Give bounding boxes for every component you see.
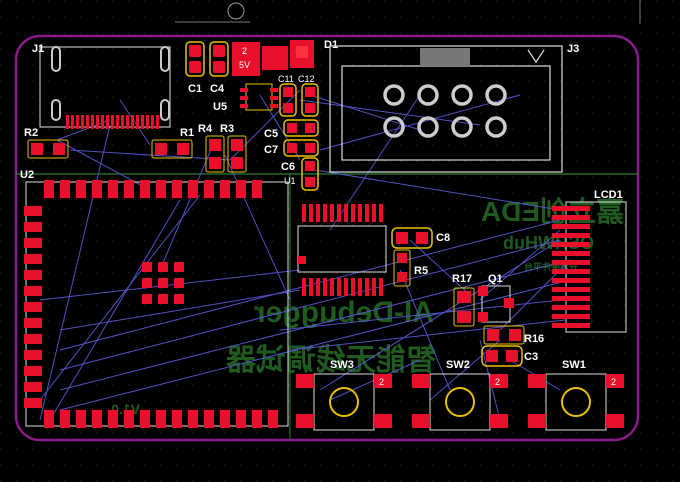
transistor-q1[interactable]: Q1 xyxy=(478,273,514,323)
label-c7: C7 xyxy=(264,144,278,156)
regulator-pad[interactable]: 2 5V xyxy=(232,42,288,76)
label-r16: R16 xyxy=(524,333,544,345)
silk-tagline: 开源硬件平台 xyxy=(524,261,578,272)
connector-j1[interactable]: J1 xyxy=(32,43,171,129)
label-c4: C4 xyxy=(210,83,225,95)
silk-product-cn: 智能无线调试器 xyxy=(225,344,436,377)
label-d1: D1 xyxy=(324,39,338,51)
resistor-r5[interactable]: R5 xyxy=(393,249,428,287)
resistor-r17[interactable]: R17 xyxy=(452,273,475,327)
label-u5: U5 xyxy=(213,101,227,113)
label-u2: U2 xyxy=(20,169,34,181)
bottom-silkscreen: 嘉立创EDA OSHWHub 开源硬件平台 AI-Debugger 智能无线调试… xyxy=(111,195,624,417)
label-sw3: SW3 xyxy=(330,359,354,371)
capacitor-c11[interactable]: C11 xyxy=(278,74,297,117)
fiducial-mark xyxy=(227,2,245,20)
label-j3: J3 xyxy=(567,43,579,55)
capacitor-c8[interactable]: C8 xyxy=(391,227,450,249)
label-c3: C3 xyxy=(524,351,538,363)
sw2-pin-label: 2 xyxy=(495,377,500,387)
capacitor-c5[interactable]: C5 xyxy=(264,119,319,140)
capacitor-c6[interactable]: C6 xyxy=(281,157,319,191)
diode-d1[interactable]: D1 xyxy=(290,39,338,68)
label-r1: R1 xyxy=(180,127,194,139)
regulator-voltage-label: 5V xyxy=(239,60,250,70)
sw3-pin-label: 2 xyxy=(379,377,384,387)
resistor-r16[interactable]: R16 xyxy=(483,325,544,345)
board-outline[interactable] xyxy=(14,34,640,442)
module-u2[interactable]: U2 xyxy=(20,169,289,428)
connector-j3[interactable]: J3 xyxy=(329,43,579,173)
label-c5: C5 xyxy=(264,128,278,140)
label-sw2: SW2 xyxy=(446,359,470,371)
label-r5: R5 xyxy=(414,265,428,277)
resistor-r1[interactable]: R1 xyxy=(151,127,194,159)
label-j1: J1 xyxy=(32,43,44,55)
label-lcd1: LCD1 xyxy=(594,189,623,201)
capacitor-c4[interactable]: C4 xyxy=(209,41,229,95)
switch-sw2[interactable]: 2 SW2 xyxy=(412,359,508,431)
label-c1: C1 xyxy=(188,83,202,95)
capacitor-c1[interactable]: C1 xyxy=(185,41,205,95)
label-r4: R4 xyxy=(198,123,213,135)
regulator-pin-label: 2 xyxy=(242,46,247,56)
resistor-r3[interactable]: R3 xyxy=(220,123,247,173)
label-r2: R2 xyxy=(24,127,38,139)
ic-u5[interactable]: U5 xyxy=(213,83,278,113)
label-u1: U1 xyxy=(284,176,296,186)
label-c6: C6 xyxy=(281,161,295,173)
label-c8: C8 xyxy=(436,232,450,244)
capacitor-c7[interactable]: C7 xyxy=(264,139,319,157)
connector-lcd1[interactable]: LCD1 xyxy=(552,189,627,333)
resistor-r2[interactable]: R2 xyxy=(24,127,69,159)
capacitor-c3[interactable]: C3 xyxy=(481,345,538,367)
label-c11: C11 xyxy=(278,74,294,84)
switch-sw1[interactable]: 2 SW1 xyxy=(528,359,624,431)
label-r3: R3 xyxy=(220,123,234,135)
capacitor-c12[interactable]: C12 xyxy=(298,74,319,117)
label-r17: R17 xyxy=(452,273,472,285)
label-q1: Q1 xyxy=(488,273,503,285)
ic-sop[interactable] xyxy=(297,204,387,296)
resistor-r4[interactable]: R4 xyxy=(198,123,225,173)
label-sw1: SW1 xyxy=(562,359,586,371)
switch-sw3[interactable]: 2 SW3 xyxy=(296,359,392,431)
label-c12: C12 xyxy=(298,74,315,84)
sw1-pin-label: 2 xyxy=(611,377,616,387)
